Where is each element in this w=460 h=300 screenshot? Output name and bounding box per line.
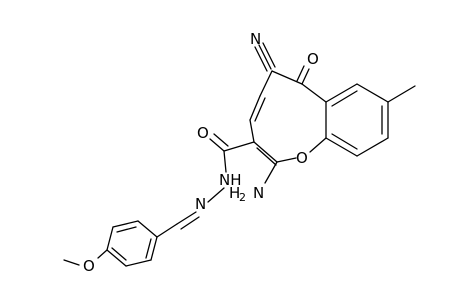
bond-ch-aryl <box>156 223 178 238</box>
bond-benz-2-inner <box>331 90 358 107</box>
bond-o-ch3 <box>63 259 80 266</box>
bond-anis-2 <box>125 259 152 267</box>
label-ketone-o: O <box>307 50 319 68</box>
label-amino-h: H <box>229 184 240 202</box>
bond-ketone-2 <box>296 65 305 82</box>
bond-ring-o <box>276 157 297 163</box>
label-methoxy-o: O <box>83 257 95 275</box>
bond-benz-2 <box>325 83 358 103</box>
bond-ring-db1-inner <box>254 97 266 122</box>
bond-benz-6 <box>325 137 358 157</box>
label-nitrile-n: N <box>250 30 261 48</box>
bond-ring-db1 <box>249 95 261 121</box>
bond-benz-3 <box>356 83 389 103</box>
bond-anis-1-inner <box>145 238 152 259</box>
bond-amide-o-2 <box>213 133 229 147</box>
bond-ring-a <box>249 119 255 143</box>
bond-c-co <box>271 70 303 85</box>
bond-hydrazone-1 <box>176 211 197 225</box>
bond-nitrile-1 <box>258 44 272 70</box>
bond-anis-1 <box>150 236 158 261</box>
bond-amino <box>264 161 278 184</box>
bond-anis-5-inner <box>116 226 137 233</box>
bond-hydrazone-2 <box>180 216 200 230</box>
bond-aryl-o <box>97 249 108 259</box>
bond-benz-5 <box>356 137 389 157</box>
bond-c-cn <box>259 70 273 97</box>
bond-ketone-1 <box>301 68 310 85</box>
bond-anis-6 <box>137 220 158 238</box>
bond-anis-4 <box>106 226 114 251</box>
bond-o-aryl <box>309 137 327 153</box>
bond-nitrile-3 <box>254 46 268 72</box>
label-amino-sub: 2 <box>239 191 246 204</box>
bond-anis-3-inner <box>111 247 127 261</box>
bond-n-n <box>207 187 225 203</box>
bond-amide-c <box>223 141 255 152</box>
bond-amide-o-1 <box>209 138 225 152</box>
bond-co-aryl <box>301 83 327 103</box>
bond-amide-n <box>223 150 227 173</box>
label-amino-n: N <box>253 184 264 202</box>
label-hydrazide-nh: NH <box>219 171 242 189</box>
bond-ring-db2 <box>253 141 278 163</box>
bond-anis-5 <box>112 220 139 228</box>
label-hydrazone-n: N <box>195 195 206 213</box>
label-ring-o: O <box>296 149 308 167</box>
bond-anis-3 <box>106 249 127 267</box>
label-amide-o: O <box>197 124 209 142</box>
bond-benz-6-inner <box>331 133 358 150</box>
bond-ring-db2-inner <box>256 147 277 166</box>
bond-methyl <box>387 85 416 103</box>
bond-nitrile-2 <box>262 42 276 68</box>
